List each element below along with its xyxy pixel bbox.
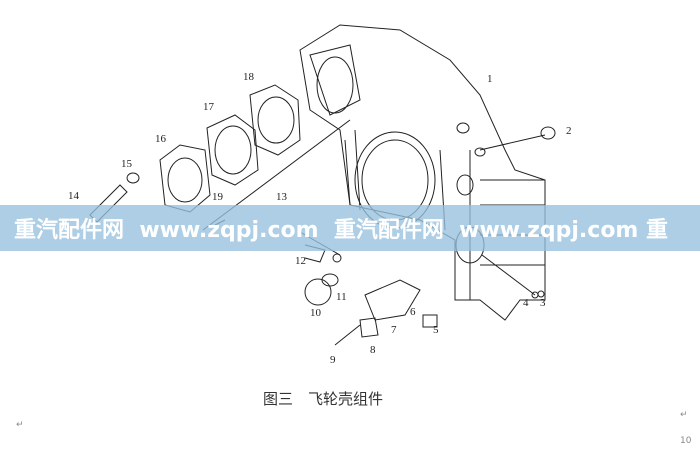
callout-10: 10: [310, 307, 322, 319]
watermark-text: 重汽配件网 www.zqpj.com 重汽配件网 www.zqpj.com 重: [14, 218, 669, 243]
callout-13: 13: [276, 191, 288, 203]
callout-labels: 1 2 3 4 5 6 7 8 9 10 11 12 13 14 15 16 1…: [68, 71, 572, 366]
callout-15: 15: [121, 158, 133, 170]
callout-1: 1: [487, 73, 493, 85]
callout-2: 2: [566, 125, 572, 137]
callout-8: 8: [370, 344, 376, 356]
callout-19: 19: [212, 191, 224, 203]
figure-caption: 图三 飞轮壳组件: [263, 390, 384, 408]
callout-14: 14: [68, 190, 80, 202]
callout-7: 7: [391, 324, 397, 336]
watermark-band: [0, 205, 700, 251]
callout-6: 6: [410, 306, 416, 318]
flywheel-housing: [299, 24, 546, 321]
callout-5: 5: [433, 324, 439, 336]
callout-18: 18: [243, 71, 255, 83]
paragraph-mark: ↵: [16, 420, 24, 430]
callout-3: 3: [540, 297, 546, 309]
callout-11: 11: [336, 291, 347, 303]
paragraph-mark: ↵: [680, 410, 688, 420]
callout-16: 16: [155, 133, 167, 145]
callout-17: 17: [203, 101, 215, 113]
page-number: 10: [680, 436, 692, 446]
callout-9: 9: [330, 354, 336, 366]
callout-12: 12: [295, 255, 306, 267]
callout-4: 4: [523, 297, 529, 309]
